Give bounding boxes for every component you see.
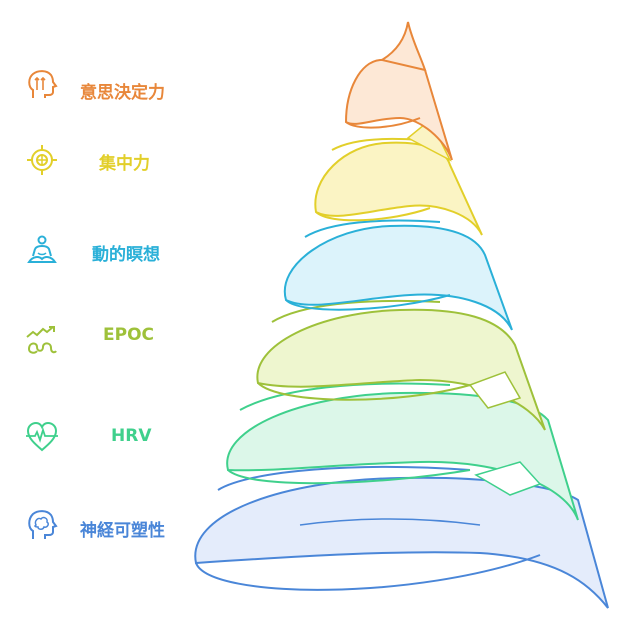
target-icon (27, 145, 57, 175)
head-arrows-icon (28, 70, 58, 98)
band-concentration (314, 118, 483, 236)
band-decision-making (344, 21, 453, 161)
heart-pulse-icon (26, 421, 58, 452)
band-neuroplasticity (194, 465, 609, 609)
activity-trend-icon (26, 326, 57, 354)
label-neuroplasticity: 神経可塑性 (80, 521, 165, 541)
band-hrv (226, 382, 579, 521)
band-epoc (256, 299, 546, 431)
band-dynamic-meditation (283, 219, 513, 331)
label-decision-making: 意思決定力 (80, 83, 165, 103)
label-hrv: HRV (111, 426, 152, 446)
brain-head-icon (28, 510, 58, 539)
meditation-icon (27, 235, 57, 263)
label-dynamic-meditation: 動的瞑想 (92, 245, 160, 265)
label-concentration: 集中力 (99, 154, 150, 174)
label-epoc: EPOC (103, 325, 154, 345)
